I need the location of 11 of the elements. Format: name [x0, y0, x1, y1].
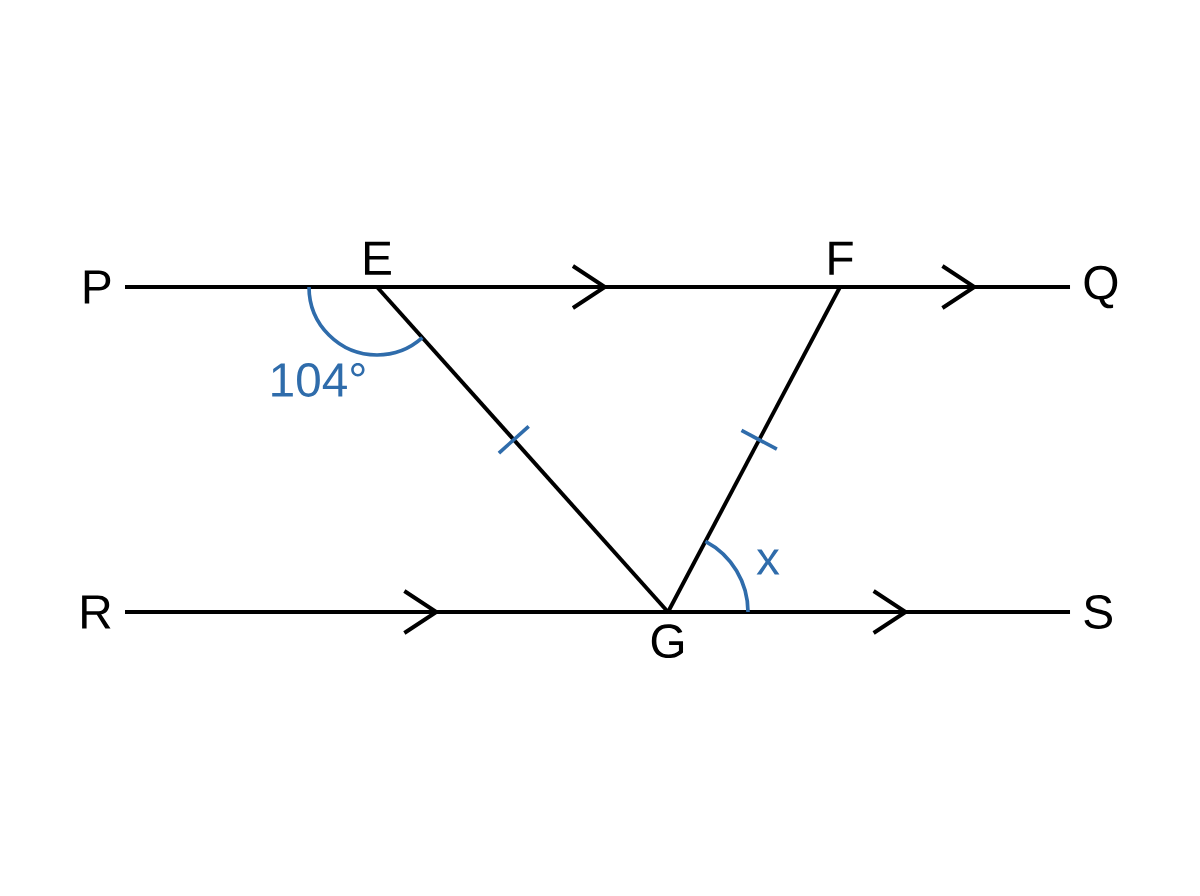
point-label: F	[829, 241, 853, 275]
point-label: S	[1084, 595, 1112, 629]
point-label: P	[84, 270, 111, 304]
line-segment	[666, 286, 842, 613]
line-segment	[125, 285, 377, 289]
angle-label: 104°	[272, 363, 365, 397]
point-label: R	[82, 595, 111, 629]
point-label: G	[651, 624, 683, 659]
angle-label: x	[756, 549, 780, 575]
point-label: E	[365, 241, 391, 275]
point-label: Q	[1084, 265, 1118, 309]
